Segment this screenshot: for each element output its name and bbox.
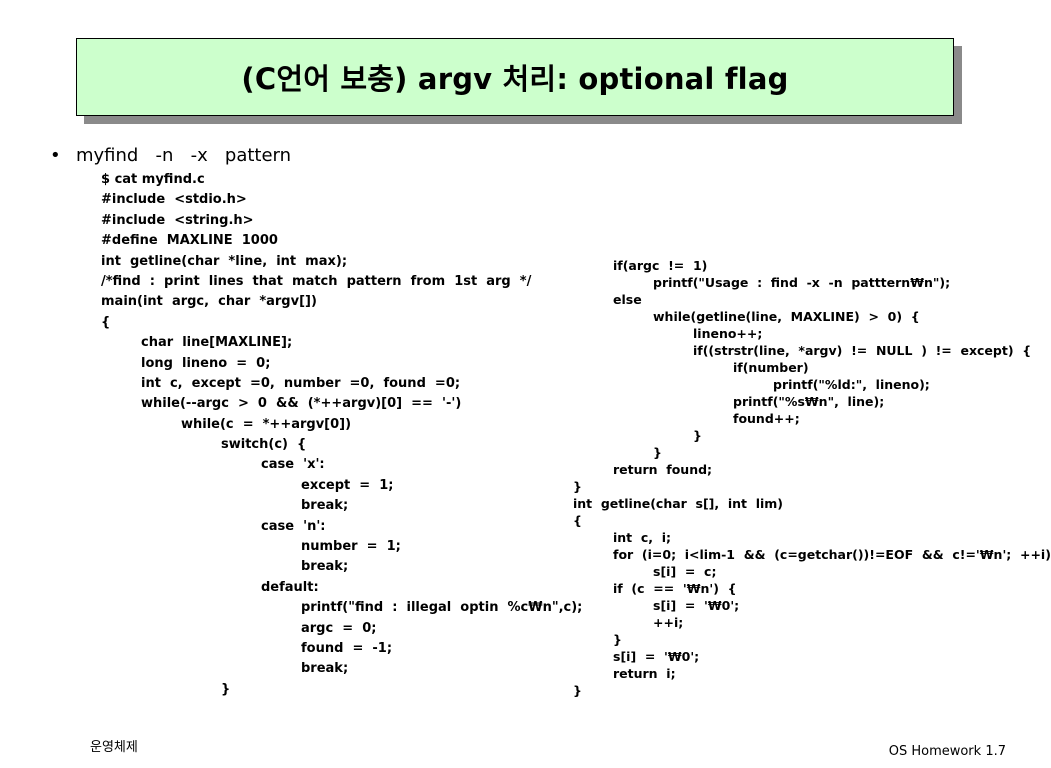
- code-line: int getline(char *line, int max);: [101, 253, 348, 269]
- code-line: }: [613, 632, 622, 647]
- slide-title: (C언어 보충) argv 처리: optional flag: [241, 62, 789, 96]
- code-line: found = -1;: [301, 640, 393, 656]
- code-line: lineno++;: [693, 326, 763, 341]
- code-line: break;: [301, 559, 349, 575]
- code-line: s[i] = '₩0';: [613, 649, 700, 664]
- code-line: while(getline(line, MAXLINE) > 0) {: [653, 309, 920, 324]
- code-line: if(number): [733, 360, 809, 375]
- code-line: char line[MAXLINE];: [141, 335, 293, 351]
- footer-course: 운영체제: [90, 740, 138, 755]
- title-box: (C언어 보충) argv 처리: optional flag: [76, 38, 954, 116]
- code-line: switch(c) {: [221, 437, 307, 453]
- code-line: except = 1;: [301, 477, 394, 493]
- code-line: printf("%s₩n", line);: [733, 394, 885, 409]
- code-line: #include <stdio.h>: [101, 192, 247, 208]
- code-line: #include <string.h>: [101, 212, 254, 228]
- code-line: while(--argc > 0 && (*++argv)[0] == '-'): [141, 396, 462, 412]
- code-line: {: [101, 314, 111, 330]
- code-line: long lineno = 0;: [141, 355, 271, 371]
- code-line: default:: [261, 579, 319, 595]
- code-line: if(argc != 1): [613, 258, 708, 273]
- code-line: main(int argc, char *argv[]): [101, 294, 317, 310]
- code-line: int c, i;: [613, 530, 672, 545]
- code-line: break;: [301, 498, 349, 514]
- code-line: }: [573, 683, 582, 698]
- code-line: }: [573, 479, 582, 494]
- code-line: while(c = *++argv[0]): [181, 416, 352, 432]
- code-line: found++;: [733, 411, 800, 426]
- bullet-text: myfind -n -x pattern: [76, 145, 292, 166]
- code-line: if((strstr(line, *argv) != NULL ) != exc…: [693, 343, 1032, 358]
- code-line: ++i;: [653, 615, 684, 630]
- code-line: number = 1;: [301, 539, 401, 555]
- code-line: break;: [301, 661, 349, 677]
- code-line: int getline(char s[], int lim): [573, 496, 784, 511]
- code-line: if (c == '₩n') {: [613, 581, 737, 596]
- code-line: {: [573, 513, 582, 528]
- code-line: argc = 0;: [301, 620, 377, 636]
- code-block-left: $ cat myfind.c #include <stdio.h> #include…: [101, 170, 582, 700]
- code-line: return found;: [613, 462, 713, 477]
- code-line: s[i] = '₩0';: [653, 598, 740, 613]
- code-line: }: [653, 445, 662, 460]
- code-line: printf("Usage : find -x -n patttern₩n");: [653, 275, 951, 290]
- code-line: }: [221, 681, 231, 697]
- code-line: case 'n':: [261, 518, 326, 534]
- code-line: int c, except =0, number =0, found =0;: [141, 375, 461, 391]
- code-line: else: [613, 292, 642, 307]
- code-line: for (i=0; i<lim-1 && (c=getchar())!=EOF …: [613, 547, 1051, 562]
- code-line: #define MAXLINE 1000: [101, 233, 278, 249]
- footer-slide-label: OS Homework 1.7: [888, 744, 1006, 759]
- code-line: }: [693, 428, 702, 443]
- code-line: /*find : print lines that match pattern …: [101, 273, 532, 289]
- code-line: printf("find : illegal optin %c₩n",c);: [301, 600, 583, 616]
- code-block-right: if(argc != 1) printf("Usage : find -x -n …: [573, 257, 1051, 699]
- code-line: printf("%ld:", lineno);: [773, 377, 930, 392]
- code-line: return i;: [613, 666, 676, 681]
- code-line: s[i] = c;: [653, 564, 717, 579]
- code-line: case 'x':: [261, 457, 325, 473]
- bullet-marker: •: [50, 145, 61, 166]
- code-line: $ cat myfind.c: [101, 172, 205, 187]
